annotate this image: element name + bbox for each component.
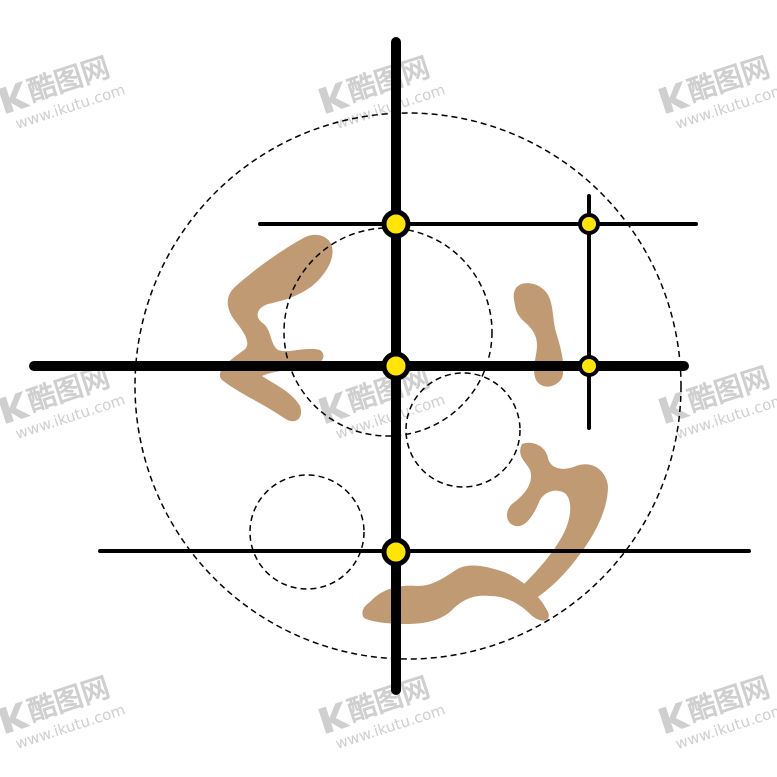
- guide-circle-lower-left: [249, 474, 365, 590]
- watermark-logo-icon: [0, 81, 31, 114]
- guide-circle-outer: [134, 112, 682, 660]
- guide-circle-upper: [283, 227, 493, 437]
- node-mid-right: [578, 355, 600, 377]
- watermark-logo-icon: [658, 391, 691, 424]
- guide-circle-layer: [134, 112, 682, 660]
- watermark-logo-icon: [318, 391, 351, 424]
- watermark-logo-icon: [658, 701, 691, 734]
- node-upper-center: [381, 209, 411, 239]
- blob-bottom-wave-shape: [362, 565, 549, 624]
- blob-left-g-shape: [219, 234, 333, 422]
- blob-right-hook-shape: [506, 442, 608, 605]
- guide-circle-mid-right: [405, 372, 521, 488]
- watermark-logo-icon: [318, 701, 351, 734]
- watermark-logo-icon: [318, 81, 351, 114]
- node-layer: [381, 209, 600, 567]
- blob-right-top-shape: [513, 283, 564, 387]
- watermark-logo-icon: [658, 81, 691, 114]
- node-center: [381, 351, 411, 381]
- node-upper-right: [578, 213, 600, 235]
- watermark-logo-icon: [0, 391, 31, 424]
- node-lower-center: [381, 537, 411, 567]
- watermark-logo-icon: [0, 701, 31, 734]
- blob-layer: [219, 234, 608, 624]
